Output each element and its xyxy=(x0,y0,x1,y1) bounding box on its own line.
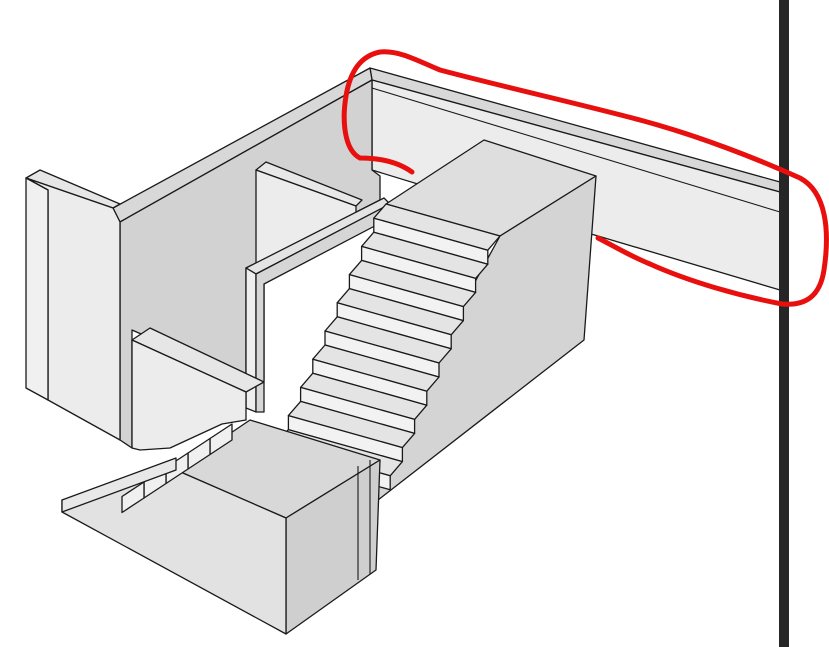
viewport-border xyxy=(779,0,789,647)
left-back-wall xyxy=(112,67,381,449)
lower-landing-block xyxy=(61,419,381,635)
red-annotation-loop xyxy=(341,49,829,307)
left-end-pillar xyxy=(25,169,121,441)
lower-left-wall xyxy=(131,327,265,451)
lower-flight-steps xyxy=(61,423,233,514)
lower-stair-riser xyxy=(121,481,145,514)
lower-stair-profile xyxy=(61,457,177,513)
